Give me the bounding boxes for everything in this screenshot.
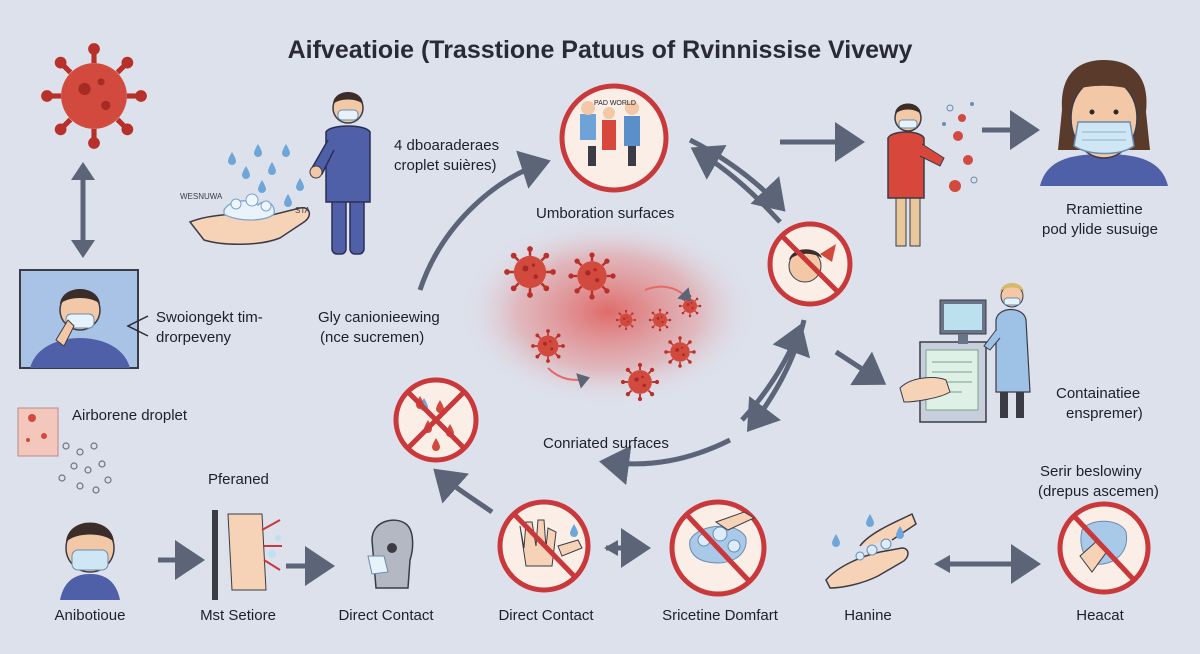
diagram-title: Aifveatioie (Trasstione Patuus of Rvinni… [287, 36, 913, 64]
hand-rinse-icon [825, 512, 917, 589]
arrows-top-right [780, 110, 1040, 162]
droplet-label-bottom: croplet suières) [394, 157, 497, 174]
umboration-label: Umboration surfaces [536, 205, 675, 222]
masked-woman-icon [1040, 60, 1168, 186]
bottom-label-3: Direct Contact [338, 607, 434, 624]
hand-wash-icon [188, 144, 311, 246]
poster-text: PAD WORLD [594, 100, 636, 107]
bottom-label-5: Sricetine Domfart [662, 607, 778, 624]
arrow-to-monitor [834, 349, 887, 386]
contaminated-label: Conriated surfaces [543, 435, 669, 452]
hand-wash-label-right: STA [295, 206, 310, 215]
masked-profile-icon [367, 519, 414, 589]
swoion-label-top: Swoiongekt tim- [156, 309, 263, 326]
serir-label-top: Serir beslowiny [1040, 463, 1142, 480]
virus-cluster [502, 244, 702, 403]
masked-face-icon [19, 269, 139, 369]
virus-icon [41, 43, 147, 149]
prohibited-sanitizer-icon [1057, 501, 1151, 595]
hand-wash-label-left: WESNUWA [180, 192, 223, 201]
bottom-label-4: Direct Contact [498, 607, 594, 624]
bottom-label-2: Mst Setiore [200, 607, 276, 624]
airborne-droplet-icon [17, 407, 112, 494]
sneeze-profile-icon [212, 510, 282, 600]
rramiettine-label-top: Rramiettine [1066, 201, 1143, 218]
masked-person-icon [309, 92, 371, 255]
containatiee-label-top: Containatiee [1056, 385, 1141, 402]
infection-zone [458, 217, 758, 407]
droplet-label-top: 4 dboaraderaes [394, 137, 500, 154]
prohibited-droplet-icon [393, 377, 479, 463]
masked-child-icon [60, 522, 120, 600]
rramiettine-label-bottom: pod ylide susuige [1042, 221, 1158, 238]
gly-label-top: Gly canionieewing [318, 309, 440, 326]
family-poster-icon [559, 83, 669, 193]
prohibited-sneeze-icon [767, 221, 853, 307]
serir-label-bottom: (drepus ascemen) [1038, 483, 1159, 500]
containatiee-label-bottom: enspremer) [1066, 405, 1143, 422]
bottom-label-6: Hanine [844, 607, 892, 624]
cycle-arrows [417, 137, 811, 515]
swoion-label-bottom: drorpeveny [156, 329, 232, 346]
prohibited-soap-icon [669, 499, 767, 597]
doctor-monitor-icon [899, 283, 1031, 423]
sneezing-person-icon [887, 102, 978, 247]
prohibited-handshake-icon [497, 499, 591, 593]
airborne-label: Airborene droplet [72, 407, 188, 424]
gly-label-bottom: (nce sucremen) [320, 329, 425, 346]
bottom-label-7: Heacat [1076, 607, 1124, 624]
pferaned-label: Pferaned [208, 471, 269, 488]
bottom-label-1: Anibotioue [54, 607, 126, 624]
